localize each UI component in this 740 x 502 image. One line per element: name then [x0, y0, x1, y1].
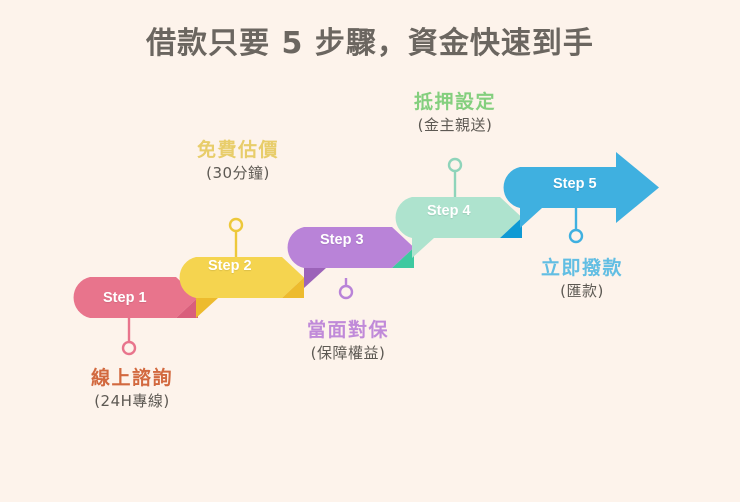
step-1-headline: 線上諮詢 — [90, 367, 173, 389]
page-title: 借款只要 5 步驟，資金快速到手 — [146, 26, 594, 61]
step-1-group[interactable] — [73, 277, 198, 356]
step-4-fold — [500, 217, 522, 238]
step-3-callout: 當面對保 (保障權益) — [258, 319, 438, 362]
step-4-sub: (金主親送) — [417, 115, 493, 134]
step-3-sub: (保障權益) — [310, 343, 386, 362]
step-4-left-fold — [412, 238, 434, 258]
step-2-bar[interactable] — [179, 257, 304, 298]
step-1-bar[interactable] — [73, 277, 198, 318]
step-2-connector-dot — [228, 217, 244, 233]
step-1-fold — [176, 297, 198, 318]
step-2-headline: 免費估價 — [196, 139, 279, 161]
step-3-group[interactable] — [287, 227, 414, 300]
step-3-bar[interactable] — [287, 227, 414, 268]
step-5-left-fold — [520, 208, 542, 228]
step-1-callout: 線上諮詢 (24H專線) — [42, 367, 222, 410]
step-2-sub: (30分鐘) — [206, 163, 270, 182]
step-5-headline: 立即撥款 — [540, 257, 623, 279]
step-2-fold — [282, 277, 304, 298]
step-5-bar[interactable] — [503, 152, 659, 223]
step-2-left-fold — [196, 298, 218, 318]
step-5-callout: 立即撥款 (匯款) — [492, 257, 672, 300]
step-1-sub: (24H專線) — [94, 391, 170, 410]
step-4-group[interactable] — [395, 157, 522, 258]
step-4-connector-dot — [447, 157, 463, 173]
step-4-bar[interactable] — [395, 197, 522, 238]
step-3-fold — [392, 247, 414, 268]
step-2-group[interactable] — [179, 217, 304, 318]
step-4-callout: 抵押設定 (金主親送) — [365, 91, 545, 134]
step-3-headline: 當面對保 — [306, 319, 389, 341]
step-3-connector-dot — [338, 284, 354, 300]
step-5-group[interactable] — [503, 152, 659, 244]
step-3-left-fold — [304, 268, 326, 288]
step-5-sub: (匯款) — [560, 281, 604, 300]
step-1-connector-dot — [121, 340, 137, 356]
step-5-connector-dot — [568, 228, 584, 244]
step-4-headline: 抵押設定 — [413, 91, 496, 113]
step-2-callout: 免費估價 (30分鐘) — [148, 139, 328, 182]
